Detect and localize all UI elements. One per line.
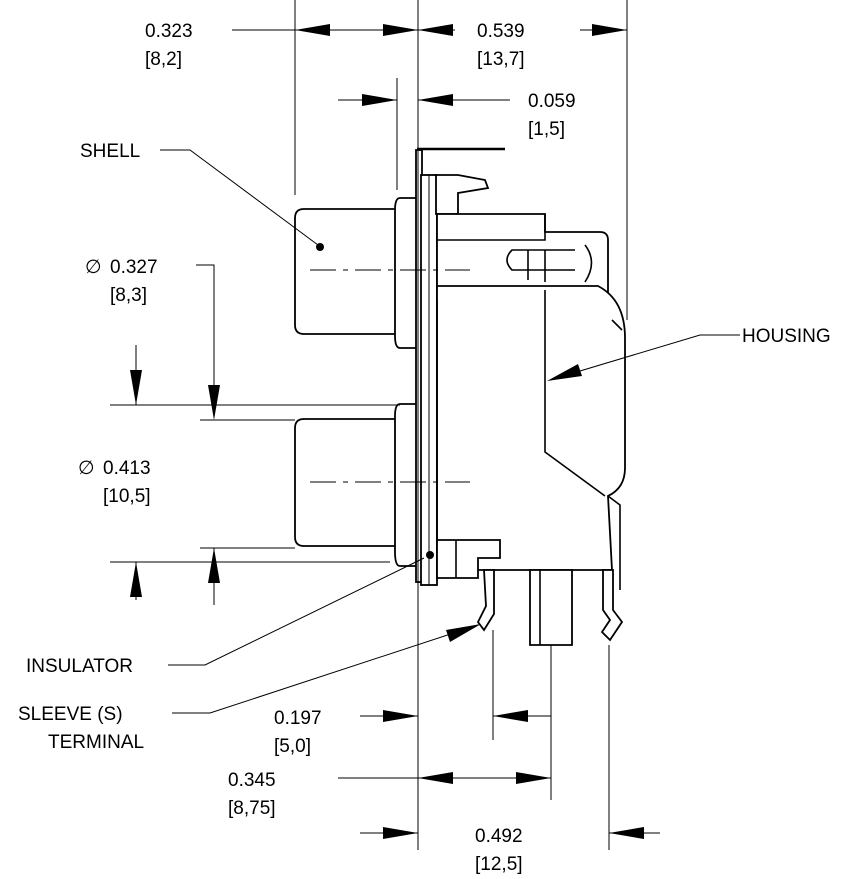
dim-0492-metric: [12,5] <box>475 854 523 875</box>
shell-label: SHELL <box>80 141 140 162</box>
insulator-label: INSULATOR <box>26 656 133 677</box>
slot <box>506 249 575 271</box>
dim-0345-metric: [8,75] <box>228 798 276 819</box>
shell-flange-upper <box>394 197 419 349</box>
diameter-symbol-icon: ∅ <box>85 257 102 278</box>
dim-0345-value: 0.345 <box>228 770 276 791</box>
extension-lines <box>110 0 628 850</box>
dimension-labels: 0.323 [8,2] 0.539 [13,7] 0.059 [1,5] ∅ 0… <box>78 21 576 875</box>
lower-latch <box>436 539 501 579</box>
center-pin <box>529 569 573 646</box>
dim-0539-value: 0.539 <box>477 21 525 42</box>
dim-0323-metric: [8,2] <box>145 49 182 70</box>
shell-flange-lower <box>394 403 419 567</box>
callout-labels: SHELL HOUSING INSULATOR SLEEVE (S) TERMI… <box>18 141 831 753</box>
connector-outline <box>294 147 626 646</box>
dim-0197-metric: [5,0] <box>274 736 311 757</box>
leader-lines <box>160 149 740 714</box>
top-latch <box>435 174 490 215</box>
dim-0197-value: 0.197 <box>274 708 322 729</box>
dim-0059-value: 0.059 <box>528 91 576 112</box>
upper-shell <box>294 208 401 335</box>
dim-0327-metric: [8,3] <box>110 285 147 306</box>
dim-0492-value: 0.492 <box>475 826 523 847</box>
dim-0323-value: 0.323 <box>145 21 193 42</box>
dim-0059-metric: [1,5] <box>528 119 565 140</box>
sleeve-label: SLEEVE (S) <box>18 704 123 725</box>
rear-pin <box>600 569 624 642</box>
insulator-point <box>426 551 434 559</box>
dim-0539-metric: [13,7] <box>477 49 525 70</box>
dim-0413-value: 0.413 <box>103 458 151 479</box>
dim-0327-value: 0.327 <box>110 257 158 278</box>
diameter-symbol-icon: ∅ <box>78 458 95 479</box>
main-housing <box>436 285 626 571</box>
dimension-lines <box>130 24 660 839</box>
sleeve-terminal <box>476 569 495 632</box>
housing-label: HOUSING <box>742 326 831 347</box>
dim-0413-metric: [10,5] <box>103 486 151 507</box>
terminal-label: TERMINAL <box>48 732 144 753</box>
